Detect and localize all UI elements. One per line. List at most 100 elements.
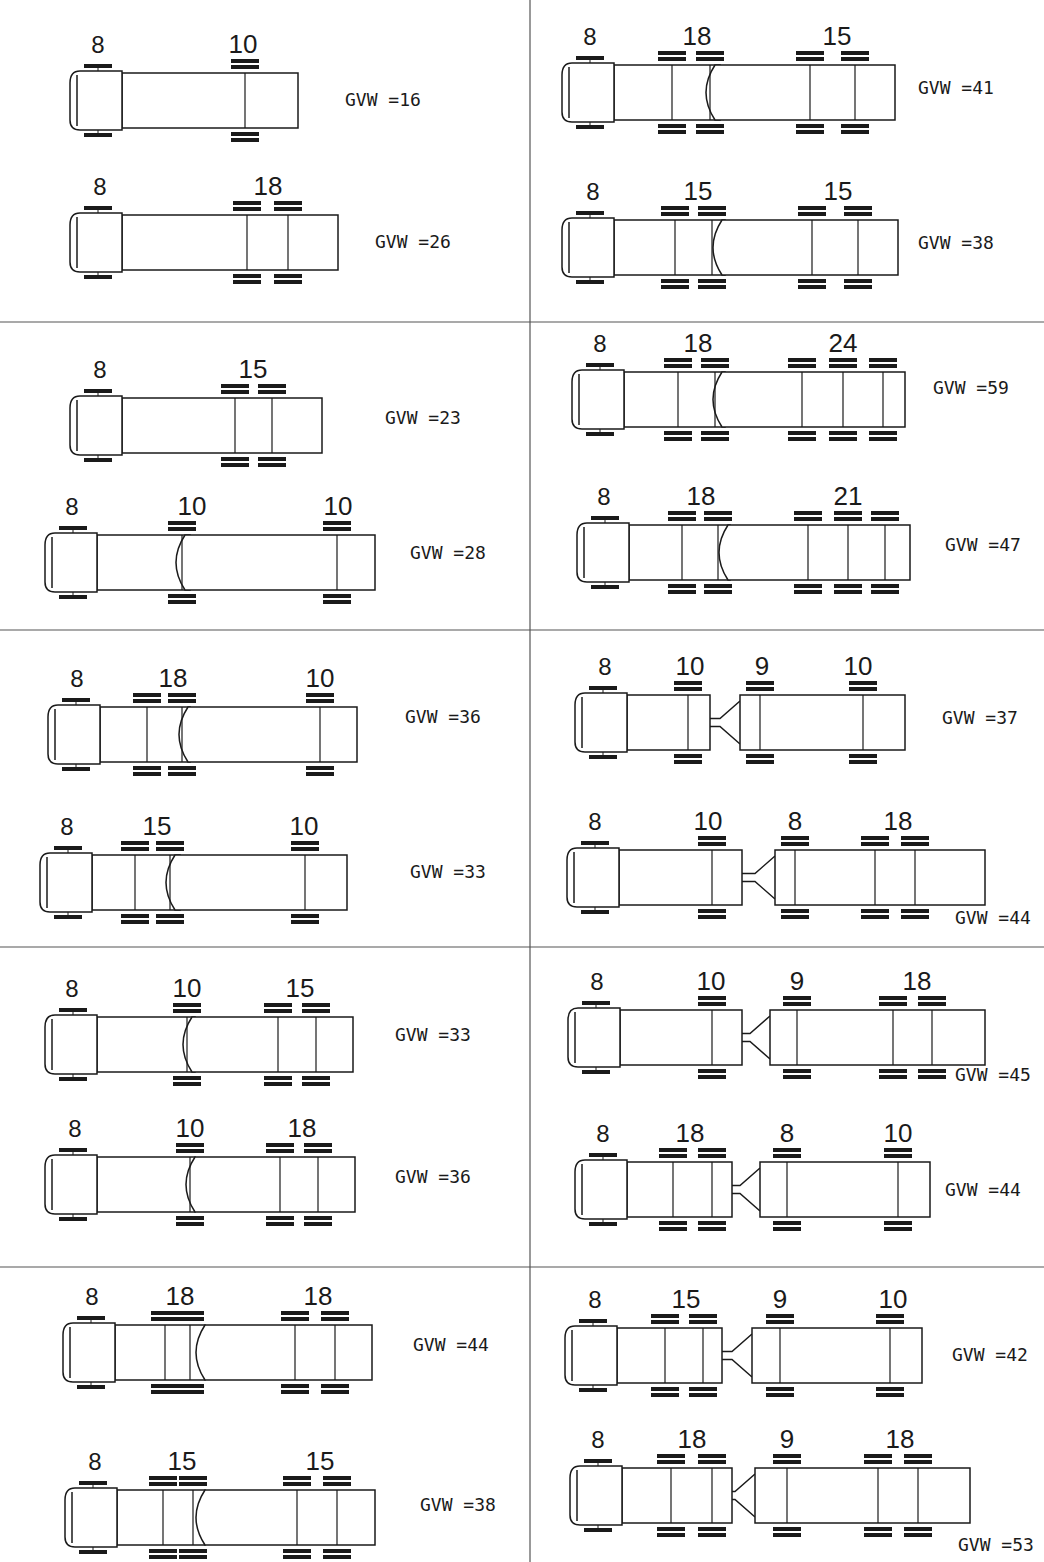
steer-axle [593,1323,594,1326]
cab-line [54,709,56,760]
tire-mark [304,1216,332,1220]
tire-mark [664,431,692,435]
axle-load: 18 [687,483,716,509]
tire-mark [173,1082,201,1086]
gross-vehicle-weight: GVW =36 [405,708,481,726]
tire-mark [59,1077,87,1081]
tire-mark [834,590,862,594]
axle-load: 8 [586,180,599,204]
axle-load: 9 [773,1286,787,1312]
tire-mark [121,920,149,924]
axle-line [234,398,235,453]
vehicle-body [619,850,742,905]
tire-mark [168,766,196,770]
tire-mark [698,836,726,840]
tire-mark [121,847,149,851]
cab [45,1155,97,1214]
tire-mark [864,1460,892,1464]
axle-load: 15 [684,178,713,204]
tire-mark [231,138,259,142]
tire-mark [133,772,161,776]
cab [575,1160,627,1219]
axle-load: 18 [886,1426,915,1452]
tire-mark [84,275,112,279]
axle-load: 8 [588,810,601,834]
axle-line [931,1010,932,1065]
tire-mark [266,1143,294,1147]
tire-mark [156,914,184,918]
axle-line [304,855,305,910]
tire-mark [884,1227,912,1231]
tire-mark [657,1527,685,1531]
tire-mark [156,920,184,924]
tire-mark [829,364,857,368]
gross-vehicle-weight: GVW =59 [933,379,1009,397]
tire-mark [302,1076,330,1080]
axle-line [674,220,675,275]
tire-mark [657,1454,685,1458]
axle-load: 8 [590,970,603,994]
tire-mark [651,1320,679,1324]
axle-load: 18 [159,665,188,691]
tire-mark [766,1314,794,1318]
tire-mark [674,681,702,685]
tire-mark [283,1549,311,1553]
vehicle-body [117,1490,205,1545]
cab-line [576,1470,578,1521]
tire-mark [233,274,261,278]
tire-mark [149,1482,177,1486]
axle-line [181,707,182,762]
cab [562,218,614,277]
axle-line [709,65,710,120]
tire-mark [659,1221,687,1225]
tire-mark [291,914,319,918]
steer-axle [68,850,69,853]
tire-mark [589,1222,617,1226]
axle-load: 8 [65,977,78,1001]
cab-line [581,1164,583,1215]
tire-mark [918,996,946,1000]
axle-line [811,220,812,275]
tire-mark [773,1154,801,1158]
trailer-body [775,850,985,905]
axle-line [162,1490,163,1545]
axle-load: 18 [676,1120,705,1146]
tire-mark [668,584,696,588]
cab [45,533,97,592]
semitrailer-body [166,855,347,910]
steer-axle [605,520,606,523]
axle-load: 8 [588,1288,601,1312]
tire-mark [798,285,826,289]
tire-mark [869,364,897,368]
tire-mark [766,1320,794,1324]
vehicle-body [100,707,190,762]
tire-mark [323,1476,351,1480]
axle-line [889,1328,890,1383]
tire-mark [773,1527,801,1531]
tire-mark [304,1149,332,1153]
tire-mark [264,1009,292,1013]
axle-line [809,65,810,120]
gross-vehicle-weight: GVW =44 [955,909,1031,927]
cab [70,213,122,272]
vehicle-body [122,398,322,453]
tire-mark [674,760,702,764]
gross-vehicle-weight: GVW =33 [395,1026,471,1044]
tire-mark [794,517,822,521]
steer-axle [590,277,591,280]
cab [70,71,122,130]
drawbar [742,1016,770,1059]
tire-mark [904,1454,932,1458]
tire-mark [794,584,822,588]
tire-mark [861,836,889,840]
tire-mark [323,527,351,531]
tire-mark [62,698,90,702]
tire-mark [704,517,732,521]
axle-load: 9 [755,653,769,679]
axle-load: 18 [304,1283,333,1309]
cab-line [568,67,570,118]
steer-axle [603,1157,604,1160]
tire-mark [584,1459,612,1463]
tire-mark [829,431,857,435]
vehicle-body [627,1162,732,1217]
